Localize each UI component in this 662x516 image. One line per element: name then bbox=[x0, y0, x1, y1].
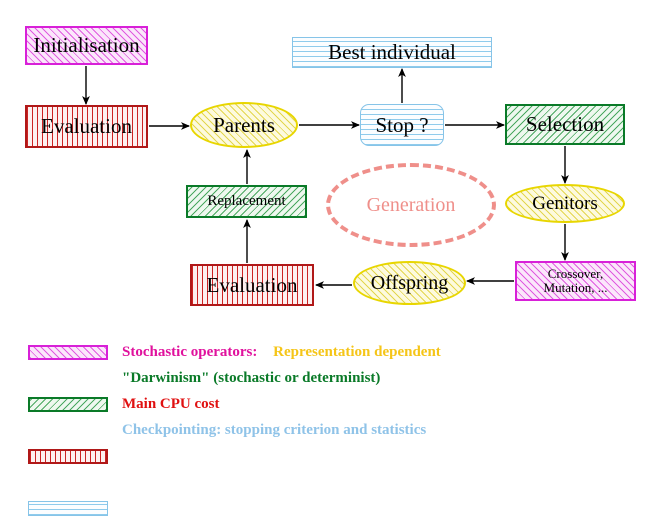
node-evaluation-top[interactable]: Evaluation bbox=[25, 105, 148, 148]
node-genitors[interactable]: Genitors bbox=[505, 184, 625, 223]
node-stop-label: Stop ? bbox=[375, 112, 429, 137]
node-best-individual-label: Best individual bbox=[328, 40, 456, 65]
node-genitors-label: Genitors bbox=[532, 192, 598, 214]
node-replacement[interactable]: Replacement bbox=[186, 185, 307, 218]
legend-label-stochastic: Stochastic operators: Representation dep… bbox=[122, 344, 441, 361]
legend-label-cpu-cost: Main CPU cost bbox=[122, 395, 220, 412]
node-selection-label: Selection bbox=[525, 112, 605, 137]
node-crossover-mutation-label: Crossover, Mutation, ... bbox=[543, 266, 608, 295]
legend-swatch-cpu-cost bbox=[28, 449, 108, 464]
genitors-ellipse-shape bbox=[505, 184, 625, 223]
node-replacement-label: Replacement bbox=[207, 192, 286, 209]
node-parents-label: Parents bbox=[213, 112, 275, 137]
node-selection[interactable]: Selection bbox=[505, 104, 625, 145]
node-evaluation-bottom-label: Evaluation bbox=[206, 272, 298, 297]
node-best-individual[interactable]: Best individual bbox=[292, 37, 492, 68]
node-offspring[interactable]: Offspring bbox=[353, 261, 466, 305]
generation-ellipse-shape bbox=[326, 163, 496, 247]
node-evaluation-bottom[interactable]: Evaluation bbox=[190, 264, 314, 306]
parents-ellipse-shape bbox=[190, 102, 298, 148]
node-generation: Generation bbox=[326, 163, 496, 247]
legend-text-stochastic-extra: Representation dependent bbox=[273, 343, 441, 360]
node-stop[interactable]: Stop ? bbox=[360, 104, 444, 146]
node-crossover-mutation[interactable]: Crossover, Mutation, ... bbox=[515, 261, 636, 301]
node-evaluation-top-label: Evaluation bbox=[41, 114, 132, 139]
node-initialisation-label: Initialisation bbox=[33, 33, 140, 58]
node-initialisation[interactable]: Initialisation bbox=[25, 26, 148, 65]
legend-label-checkpointing: Checkpointing: stopping criterion and st… bbox=[122, 421, 427, 438]
legend-swatch-checkpointing bbox=[28, 501, 108, 516]
legend-text-stochastic: Stochastic operators: bbox=[122, 343, 258, 360]
legend-swatch-stochastic bbox=[28, 345, 108, 360]
legend-swatch-darwinism bbox=[28, 397, 108, 412]
node-generation-label: Generation bbox=[366, 193, 456, 216]
diagram-canvas: Initialisation Evaluation Parents Best i… bbox=[25, 26, 636, 516]
offspring-ellipse-shape bbox=[353, 261, 466, 305]
node-offspring-label: Offspring bbox=[370, 271, 449, 294]
node-parents[interactable]: Parents bbox=[190, 102, 298, 148]
legend-label-darwinism: "Darwinism" (stochastic or determinist) bbox=[122, 369, 381, 386]
